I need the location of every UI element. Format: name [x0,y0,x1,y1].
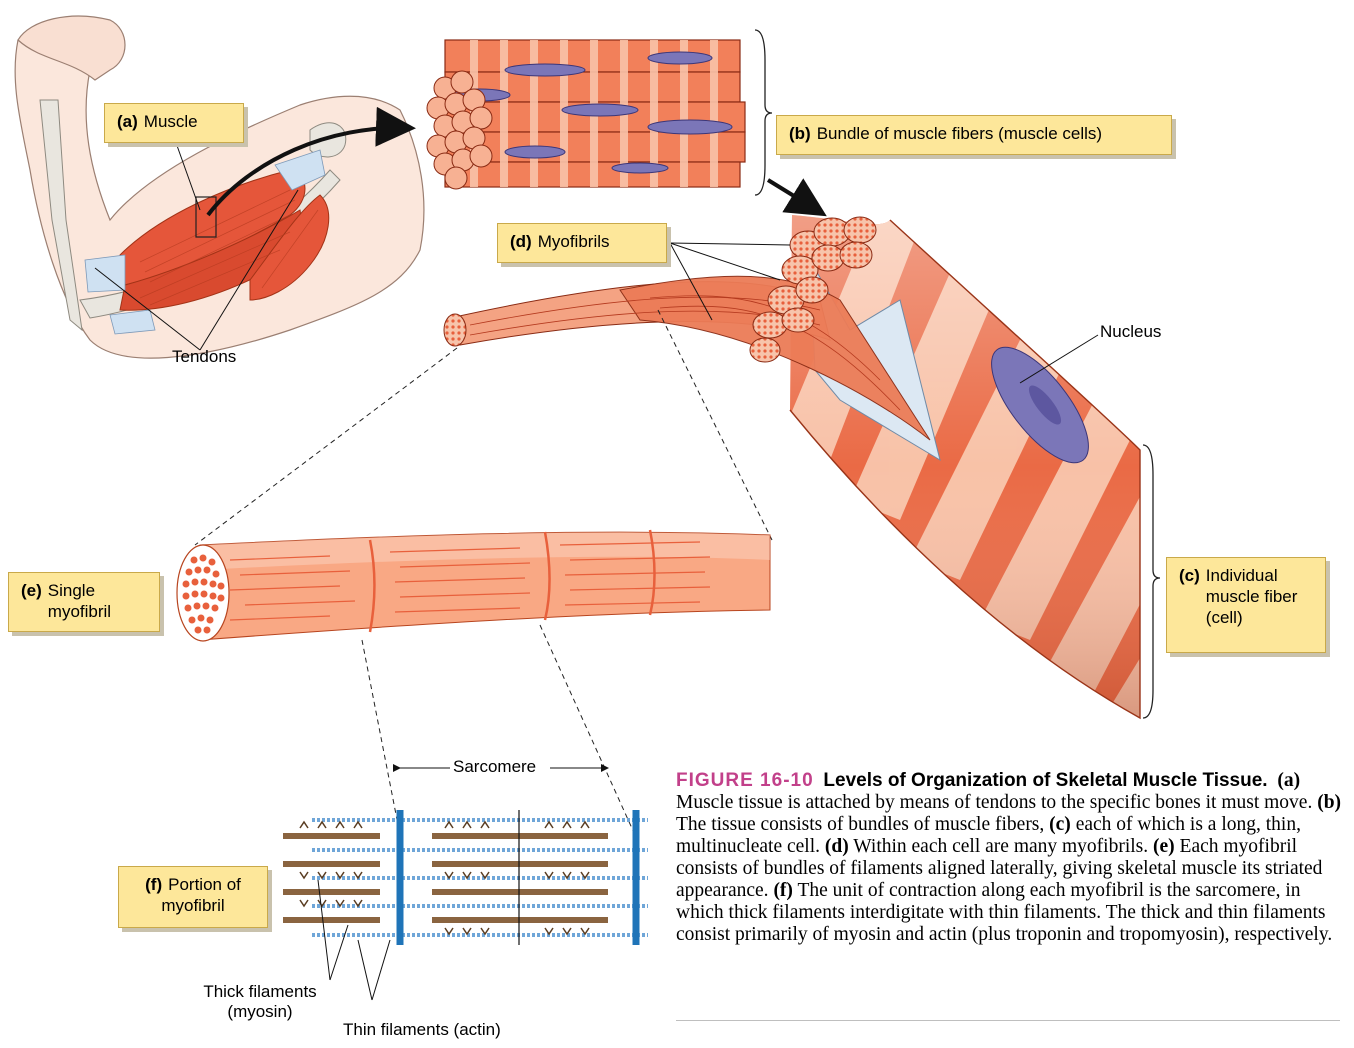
caption-key-e: (e) [1153,836,1175,857]
caption-text-d: Within each cell are many myofibrils. [849,836,1153,857]
label-c-letter: (c) [1179,565,1200,628]
caption-key-d: (d) [825,836,849,857]
label-d-letter: (d) [510,232,532,251]
label-d-myofibrils: (d) Myofibrils [497,223,667,263]
caption-key-b: (b) [1317,792,1341,813]
label-c-fiber: (c) Individual muscle fiber (cell) [1166,557,1326,653]
label-b-text: Bundle of muscle fibers (muscle cells) [817,124,1102,143]
caption-key-c: (c) [1049,814,1071,835]
label-c-line2: muscle fiber [1206,586,1298,607]
zoom-lines-e-to-f [362,625,635,835]
label-e-line2: myofibril [48,601,111,622]
thick-filaments-line2: (myosin) [180,1002,340,1022]
label-f-letter: (f) [145,875,162,894]
label-b-letter: (b) [789,124,811,143]
caption-text-b: The tissue consists of bundles of muscle… [676,814,1049,835]
label-a-text: Muscle [144,112,198,131]
label-f-line2: myofibril [131,895,255,916]
thick-filaments-line1: Thick filaments [180,982,340,1002]
label-a-muscle: (a) Muscle [104,103,244,143]
label-c-line1: Individual [1206,565,1298,586]
figure-caption: FIGURE 16-10 Levels of Organization of S… [676,770,1346,946]
caption-title: Levels of Organization of Skeletal Muscl… [823,770,1267,791]
label-e-letter: (e) [21,580,42,622]
label-a-letter: (a) [117,112,138,131]
label-b-bundle: (b) Bundle of muscle fibers (muscle cells… [776,115,1172,155]
sarcomere-label: Sarcomere [453,757,536,777]
label-e-single-myofibril: (e) Single myofibril [8,572,160,632]
label-e-line1: Single [48,580,111,601]
label-c-line3: (cell) [1206,607,1298,628]
nucleus-label: Nucleus [1100,322,1161,342]
label-f-line1: Portion of [168,875,241,894]
label-d-text: Myofibrils [538,232,610,251]
muscle-fiber-illustration [780,200,1250,760]
caption-text-a: Muscle tissue is attached by means of te… [676,792,1317,813]
fiber-bundle-illustration [427,30,820,212]
caption-key-a: (a) [1277,770,1300,791]
thin-filaments-label: Thin filaments (actin) [343,1020,501,1040]
thick-filaments-label: Thick filaments (myosin) [180,982,340,1022]
caption-figure-number: FIGURE 16-10 [676,770,814,791]
arm-illustration [15,16,424,358]
caption-divider [676,1020,1340,1021]
single-myofibril-illustration [177,530,770,641]
sarcomere-illustration [283,768,648,1000]
label-f-portion: (f) Portion of myofibril [118,866,268,928]
caption-key-f: (f) [773,880,792,901]
zoom-lines-d-to-e [195,310,772,545]
tendons-label: Tendons [172,347,236,367]
